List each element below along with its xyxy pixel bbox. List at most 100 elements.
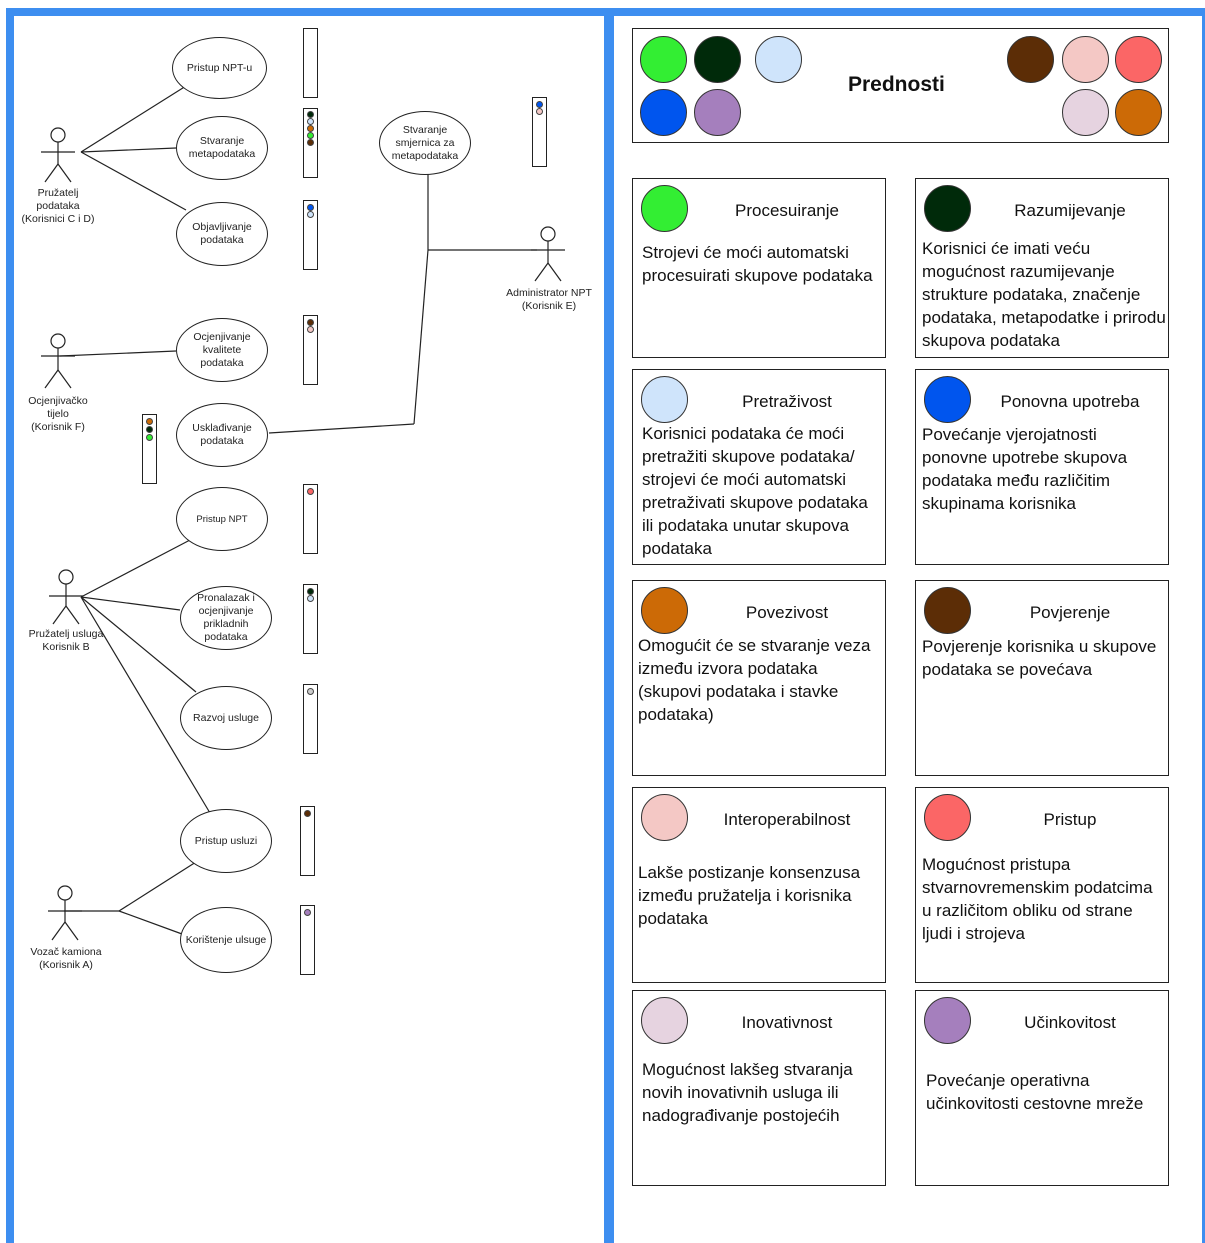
benefit-strip [303,484,318,554]
benefit-card-trust: Povjerenje Povjerenje korisnika u skupov… [915,580,1169,776]
benefit-dot-connectivity [146,418,153,425]
legend-circle-innovation [1062,89,1109,136]
benefit-color-circle [924,185,971,232]
actor-label-administrator: Administrator NPT (Korisnik E) [506,287,592,312]
benefit-title: Razumijevanje [1014,201,1126,220]
benefit-strip [303,684,318,754]
connector [80,147,177,153]
benefit-title: Procesuiranje [735,201,839,220]
benefit-strip [532,97,547,167]
benefit-title: Ponovna upotreba [1000,392,1140,411]
benefit-dot-searchability [307,118,314,125]
benefit-title: Inovativnost [741,1013,833,1032]
actor-figure [49,569,83,625]
benefit-description: Povjerenje korisnika u skupove podataka … [922,637,1157,679]
use-case-quality-assessment: Ocjenjivanje kvalitete podataka [176,318,268,382]
benefit-card-interoperability: Interoperabilnost Lakše postizanje konse… [632,787,886,983]
benefit-color-circle [641,185,688,232]
benefit-dot-processing [307,132,314,139]
actor-label-data-provider: Pružatelj podataka (Korisnici C i D) [21,187,95,225]
connector [80,596,181,611]
use-case-metadata-guidelines: Stvaranje smjernica za metapodataka [379,111,471,175]
benefit-card-understanding: Razumijevanje Korisnici će imati veću mo… [915,178,1169,358]
benefit-card-processing: Procesuiranje Strojevi će moći automatsk… [632,178,886,358]
benefit-dot-searchability [307,595,314,602]
benefit-dot-processing [146,434,153,441]
connector [80,596,211,814]
legend-circle-trust [1007,36,1054,83]
benefit-strip [300,905,315,975]
connector [80,596,197,693]
legend-circle-understanding [694,36,741,83]
connector [80,85,187,153]
benefit-description: Strojevi će moći automatski procesuirati… [642,243,873,285]
actor-figure [41,127,75,183]
benefit-dot-understanding [146,426,153,433]
benefit-dot-interoperability [536,108,543,115]
benefit-color-circle [924,794,971,841]
benefit-dot-understanding [307,111,314,118]
connector [59,350,177,357]
use-case-data-harmonization: Usklađivanje podataka [176,403,268,467]
use-case-find-evaluate-data: Pronalazak i ocjenjivanje prikladnih pod… [180,586,272,650]
benefit-description: Omogućit će se stvaranje veza između izv… [638,636,871,724]
benefits-title: Prednosti [848,73,945,96]
benefit-dot-trust [304,810,311,817]
benefit-title: Povezivost [745,603,829,622]
benefit-card-searchability: Pretraživost Korisnici podataka će moći … [632,369,886,565]
legend-circle-reuse [640,89,687,136]
actor-figure [531,226,565,282]
benefit-title: Povjerenje [1029,603,1111,622]
benefit-strip [303,200,318,270]
benefit-dot-none [307,688,314,695]
use-case-metadata-creation: Stvaranje metapodataka [176,116,268,180]
benefit-color-circle [924,376,971,423]
benefit-description: Korisnici će imati veću mogućnost razumi… [922,239,1166,350]
benefit-card-access: Pristup Mogućnost pristupa stvarnovremen… [915,787,1169,983]
benefit-description: Korisnici podataka će moći pretražiti sk… [642,424,868,558]
benefit-dot-understanding [307,588,314,595]
benefit-dot-trust [307,319,314,326]
use-case-access-npt: Pristup NPT-u [172,37,267,99]
connector [80,539,191,598]
benefit-dot-reuse [307,204,314,211]
use-case-service-development: Razvoj usluge [180,686,272,750]
benefit-description: Mogućnost lakšeg stvaranja novih inovati… [642,1060,853,1125]
use-case-service-usage: Korištenje ulsuge [180,907,272,973]
actor-figure [41,333,75,389]
legend-circle-efficiency [694,89,741,136]
benefit-dot-interoperability [307,326,314,333]
benefit-dot-reuse [536,101,543,108]
benefit-strip [303,315,318,385]
benefit-strip [303,584,318,654]
benefit-dot-searchability [307,211,314,218]
benefit-color-circle [641,376,688,423]
benefit-dot-access [307,488,314,495]
benefit-card-reuse: Ponovna upotreba Povećanje vjerojatnosti… [915,369,1169,565]
benefit-dot-connectivity [307,125,314,132]
benefit-strip [303,28,318,98]
benefit-color-circle [641,794,688,841]
actor-label-truck-driver: Vozač kamiona (Korisnik A) [30,946,102,971]
connector [413,249,429,425]
legend-circle-searchability [755,36,802,83]
benefit-card-innovation: Inovativnost Mogućnost lakšeg stvaranja … [632,990,886,1186]
connector [268,423,415,434]
benefit-title: Učinkovitost [1024,1013,1116,1032]
connector [80,151,187,211]
actor-label-assessment-body: Ocjenjivačko tijelo (Korisnik F) [28,395,88,433]
benefit-color-circle [924,587,971,634]
legend-circle-interoperability [1062,36,1109,83]
benefit-description: Povećanje operativna učinkovitosti cesto… [926,1071,1144,1113]
benefit-card-connectivity: Povezivost Omogućit će se stvaranje veza… [632,580,886,776]
benefit-card-efficiency: Učinkovitost Povećanje operativna učinko… [915,990,1169,1186]
legend-circle-access [1115,36,1162,83]
benefit-description: Mogućnost pristupa stvarnovremenskim pod… [922,855,1153,943]
benefit-strip [300,806,315,876]
actor-figure [48,885,82,941]
connector [118,861,197,912]
benefit-title: Pristup [1043,810,1097,829]
use-case-data-publishing: Objavljivanje podataka [176,202,268,266]
benefit-description: Povećanje vjerojatnosti ponovne upotrebe… [922,425,1128,513]
